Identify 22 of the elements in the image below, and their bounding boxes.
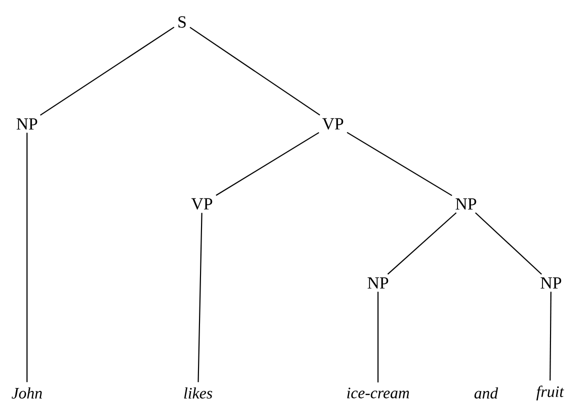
word-label: John — [12, 387, 42, 399]
word-label: likes — [184, 387, 212, 399]
category-label: NP — [368, 277, 388, 289]
tree-branch — [198, 212, 202, 382]
category-label: NP — [16, 118, 38, 130]
category-label: S — [178, 16, 186, 28]
word-label: ice-cream — [347, 388, 410, 398]
tree-branch — [377, 292, 379, 382]
tree-branch — [26, 132, 28, 382]
tree-branch — [216, 132, 320, 196]
tree-branch — [40, 26, 174, 116]
tree-branch — [475, 212, 542, 275]
category-label: VP — [191, 198, 212, 210]
tree-branch — [346, 132, 452, 196]
tree-branch — [190, 26, 320, 116]
tree-branch — [387, 212, 457, 275]
tree-branch — [550, 292, 552, 380]
word-label: and — [474, 387, 498, 399]
category-label: NP — [540, 277, 562, 289]
category-label: VP — [322, 118, 344, 130]
category-label: NP — [456, 198, 476, 210]
word-label: fruit — [536, 386, 564, 400]
